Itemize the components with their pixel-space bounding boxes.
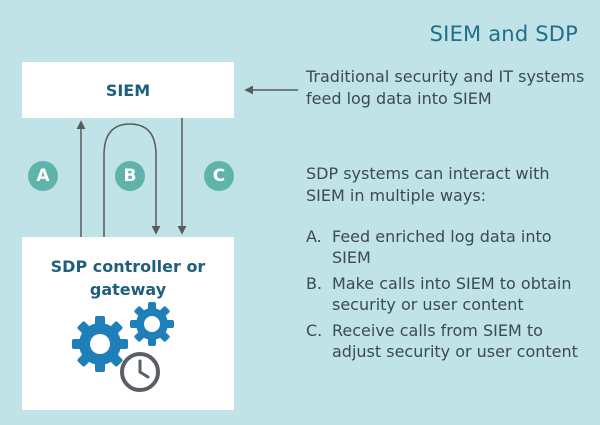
gears-icon: [72, 302, 174, 372]
list-marker: B.: [306, 274, 323, 293]
sdp-label: SDP controller or gateway: [28, 255, 228, 301]
badge-a: A: [28, 161, 58, 191]
sdp-label-line1: SDP controller or: [50, 257, 206, 276]
sdp-interaction-text: SDP systems can interact with SIEM in mu…: [306, 164, 550, 205]
list-text: Receive calls from SIEM to adjust securi…: [332, 321, 578, 361]
list-item: C. Receive calls from SIEM to adjust sec…: [306, 320, 591, 362]
sdp-label-line2: gateway: [89, 280, 167, 299]
traditional-systems-text: Traditional security and IT systems feed…: [306, 67, 585, 108]
siem-box: SIEM: [22, 62, 234, 118]
list-text: Feed enriched log data into SIEM: [332, 227, 552, 267]
list-marker: C.: [306, 321, 323, 340]
list-item: A. Feed enriched log data into SIEM: [306, 226, 591, 268]
list-marker: A.: [306, 227, 322, 246]
clock-icon: [120, 352, 160, 392]
list-item: B. Make calls into SIEM to obtain securi…: [306, 273, 591, 315]
siem-label: SIEM: [105, 80, 151, 100]
badge-b: B: [115, 161, 145, 191]
badge-c: C: [204, 161, 234, 191]
arrow-b: [103, 123, 161, 237]
list-text: Make calls into SIEM to obtain security …: [332, 274, 572, 314]
interaction-list: A. Feed enriched log data into SIEM B. M…: [306, 226, 591, 367]
diagram-title: SIEM and SDP: [429, 22, 578, 46]
sdp-box: SDP controller or gateway: [22, 237, 234, 410]
